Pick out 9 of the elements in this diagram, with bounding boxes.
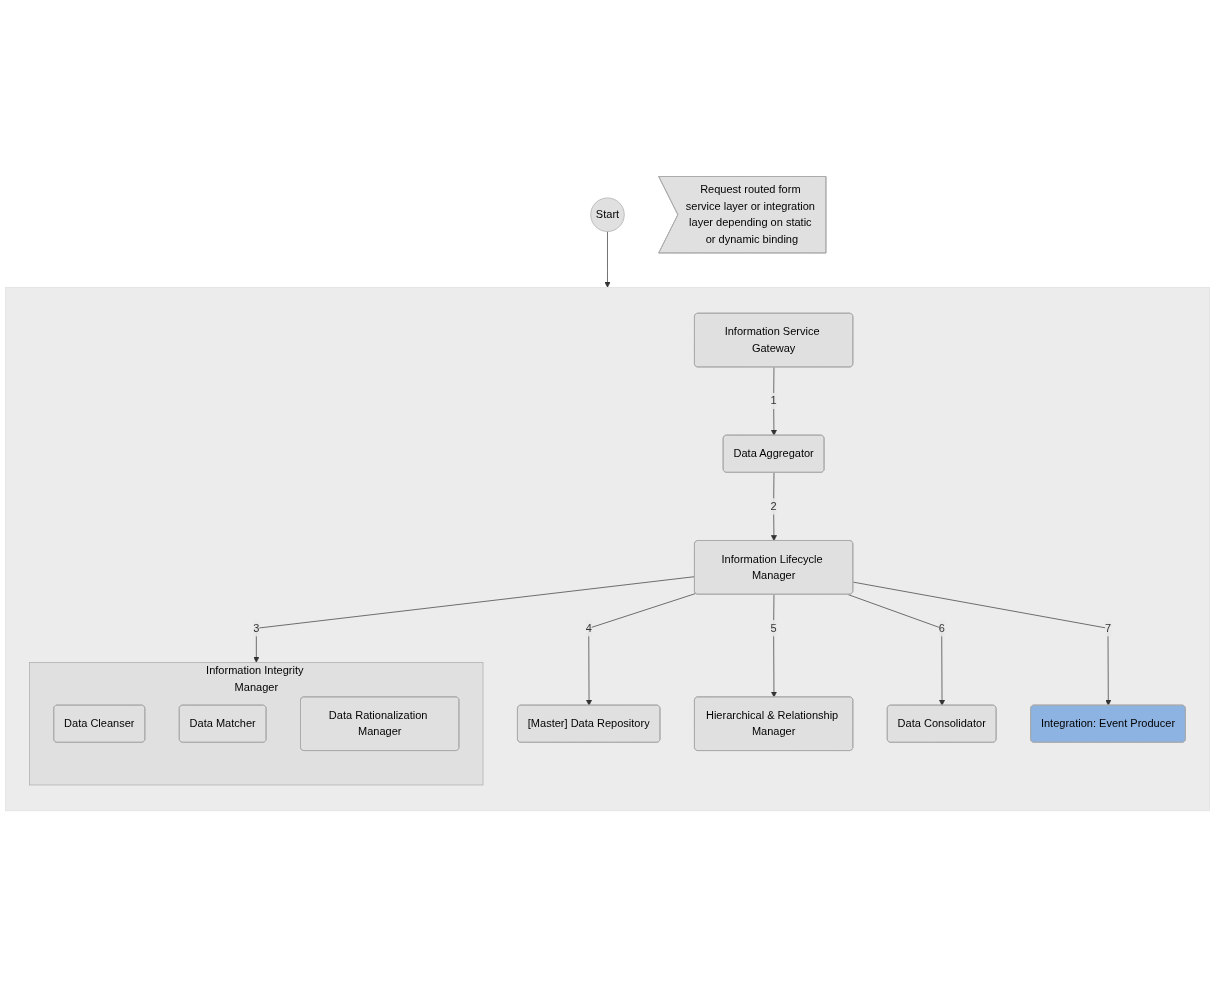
edge-label: 5 — [770, 621, 777, 634]
edge-label: 1 — [770, 394, 777, 407]
node-circle: Start — [590, 197, 625, 232]
edge-label: 3 — [253, 621, 260, 634]
edge-label: 2 — [770, 500, 777, 512]
cluster — [5, 286, 1210, 811]
edge-label: 6 — [938, 621, 945, 634]
edge-label: 4 — [585, 621, 592, 634]
edge-label: 7 — [1104, 621, 1112, 634]
